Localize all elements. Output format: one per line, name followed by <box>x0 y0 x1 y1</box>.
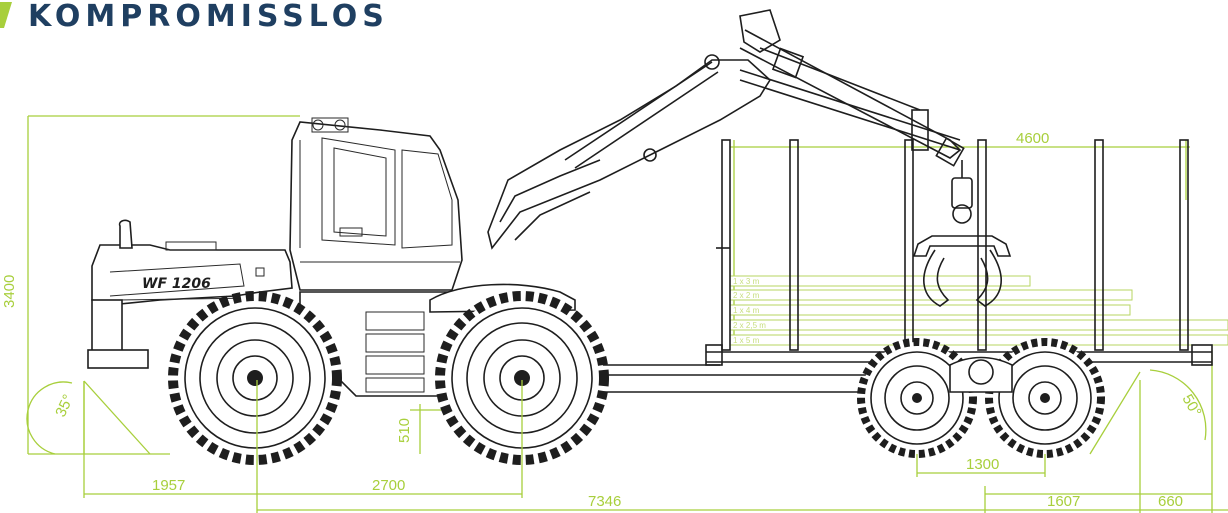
headline: KOMPROMISSLOS <box>28 0 389 34</box>
dim-rear-overhang-label: 1607 <box>1047 493 1080 510</box>
dim-ground-clearance-label: 510 <box>396 418 413 443</box>
log-option-label: 1 x 5 m <box>733 336 760 345</box>
accent-mark-icon <box>0 2 12 28</box>
cabin <box>289 117 463 291</box>
axle-markers <box>256 380 523 460</box>
wheels <box>168 291 1105 465</box>
log-options: 1 x 3 m 2 x 2 m 1 x 4 m 2 x 2,5 m 1 x 5 … <box>729 275 1228 346</box>
engine-hood: WF 1206 <box>87 219 293 369</box>
bogie-wheel-rear <box>985 338 1105 458</box>
dim-front-overhang-label: 1957 <box>152 477 185 494</box>
dim-wheelbase-label: 2700 <box>372 477 405 494</box>
dim-bunk-length-label: 4600 <box>1016 130 1049 147</box>
log-option-label: 2 x 2 m <box>733 291 760 300</box>
crane <box>487 9 1012 307</box>
dim-departure-angle-label: 50° <box>1179 392 1205 420</box>
model-badge: WF 1206 <box>142 276 211 292</box>
front-wheel <box>168 291 342 465</box>
bogie-wheel-front <box>857 338 977 458</box>
headline-area: KOMPROMISSLOS <box>0 0 389 34</box>
dim-tail-label: 660 <box>1158 493 1183 510</box>
dim-approach-angle-label: 35° <box>52 392 77 420</box>
dim-bogie-spacing-label: 1300 <box>966 456 999 473</box>
dim-overall-length-label: 7346 <box>588 493 621 510</box>
dim-height-label: 3400 <box>1 275 18 308</box>
log-option-label: 2 x 2,5 m <box>733 321 766 330</box>
log-option-label: 1 x 4 m <box>733 306 760 315</box>
middle-wheel <box>435 291 609 465</box>
load-bunk <box>600 139 1213 393</box>
log-option-label: 1 x 3 m <box>733 277 760 286</box>
